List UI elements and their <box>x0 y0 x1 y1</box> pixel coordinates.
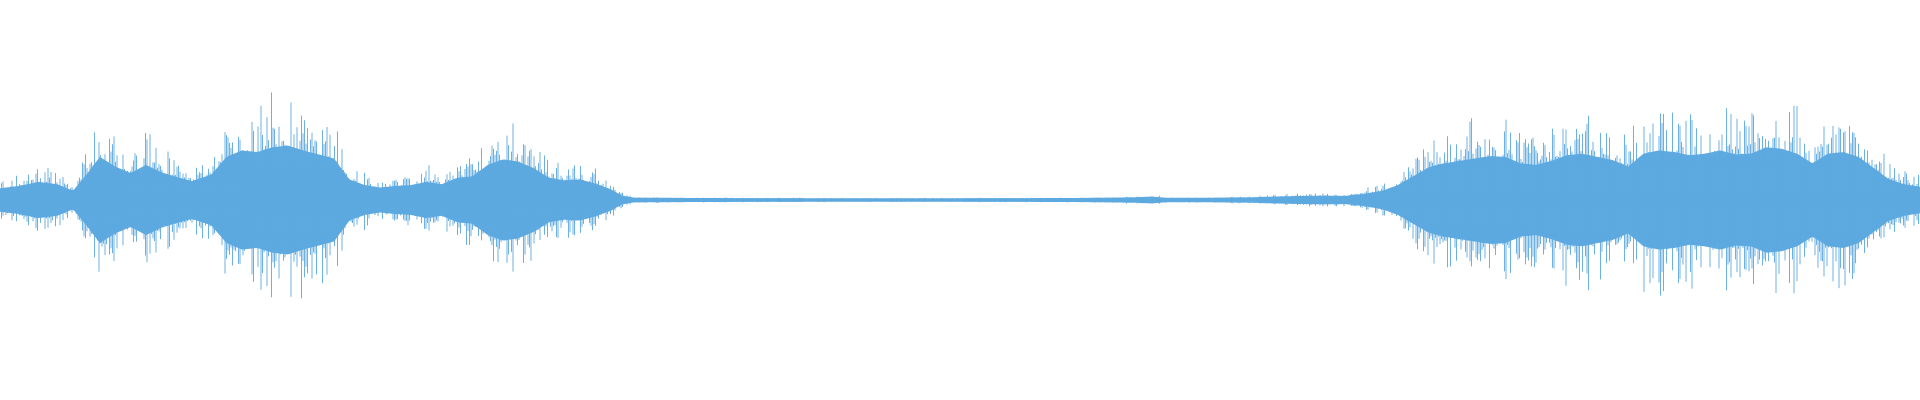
waveform-peaks <box>0 92 1919 299</box>
waveform-lines <box>0 92 1920 299</box>
